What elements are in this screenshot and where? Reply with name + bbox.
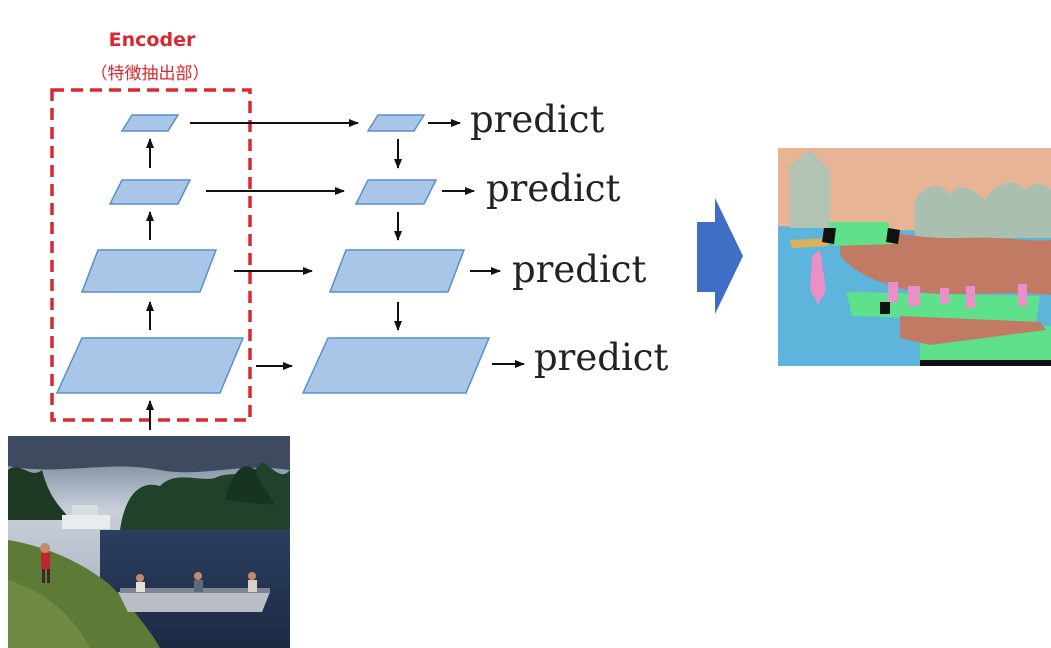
decoder-level-4 (301, 337, 491, 394)
encoder-title: Encoder (109, 29, 196, 51)
decoder-level-3 (328, 249, 466, 293)
predict-label-1: predict (470, 98, 605, 141)
input-photo (8, 436, 290, 648)
segmentation-output-image (778, 148, 1051, 366)
predict-arrows (428, 119, 525, 368)
predict-label-4: predict (534, 336, 669, 379)
output-arrow-icon (697, 198, 743, 314)
predict-label-3: predict (512, 248, 647, 291)
encoder-level-4 (55, 337, 245, 394)
decoder-level-2 (354, 179, 438, 205)
encoder-feature-maps (55, 114, 245, 394)
encoder-level-2 (108, 179, 192, 205)
encoder-level-1 (120, 114, 180, 132)
decoder-level-1 (366, 114, 426, 132)
encoder-level-3 (80, 249, 218, 293)
encoder-subtitle: （特徴抽出部） (91, 64, 210, 84)
predict-label-2: predict (486, 167, 621, 210)
lateral-arrows (190, 119, 359, 370)
decoder-feature-maps (301, 114, 491, 394)
